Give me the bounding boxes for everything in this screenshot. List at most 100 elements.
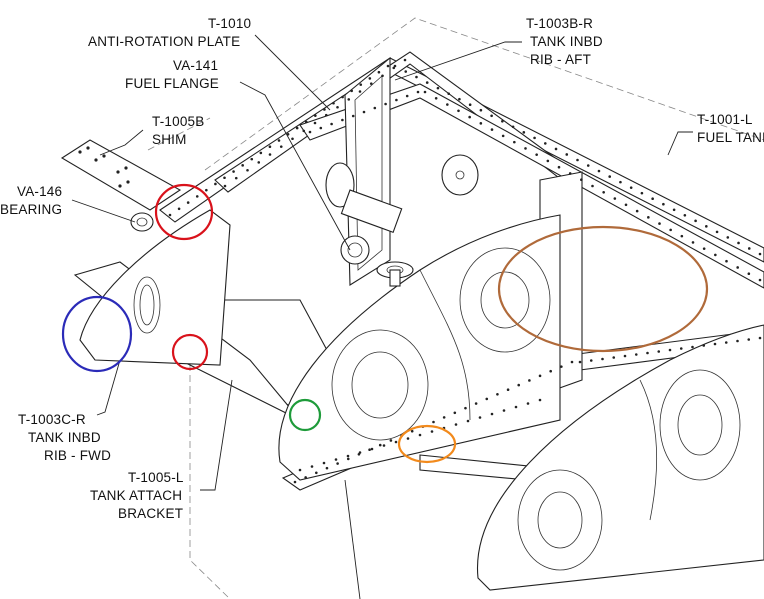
- rivet-hole: [506, 388, 510, 391]
- svg-text:FUEL TANK: FUEL TANK: [697, 130, 764, 145]
- rivet-hole: [634, 353, 638, 356]
- label-va141: VA-141 FUEL FLANGE: [125, 58, 219, 91]
- label-t1005b: T-1005B SHIM: [152, 114, 204, 147]
- blue-highlight: [61, 295, 133, 373]
- svg-text:T-1005B: T-1005B: [152, 114, 204, 129]
- rivet-hole: [195, 195, 199, 198]
- rivet-hole: [601, 357, 604, 361]
- rivet-hole: [250, 157, 254, 161]
- rivet-hole: [725, 259, 728, 263]
- rivet-hole: [447, 92, 450, 95]
- brown-highlight: [497, 225, 709, 353]
- rivet-hole: [560, 365, 563, 368]
- leader-lines: [71, 34, 693, 599]
- rivet-hole: [205, 188, 208, 192]
- rivet-hole: [358, 90, 362, 93]
- rivet-hole: [268, 145, 272, 149]
- rivet-hole: [549, 369, 552, 373]
- rivet-hole: [758, 278, 762, 282]
- rivet-hole: [570, 360, 574, 364]
- rivet-hole: [234, 176, 238, 180]
- rivet-hole: [350, 89, 353, 93]
- rivet-hole: [657, 350, 661, 353]
- rivet-hole: [474, 402, 478, 405]
- rivet-hole: [691, 241, 695, 244]
- rivet-hole: [466, 419, 470, 423]
- rivet-hole: [589, 359, 593, 362]
- rivet-hole: [758, 252, 762, 256]
- rivet-hole: [680, 234, 684, 238]
- rivet-hole: [669, 228, 672, 232]
- rivet-hole: [442, 416, 446, 419]
- rivet-hole: [368, 448, 371, 451]
- rivet-hole: [404, 70, 408, 73]
- svg-text:T-1005-L: T-1005-L: [128, 470, 184, 485]
- rivet-hole: [310, 465, 314, 468]
- rivet-hole: [736, 266, 739, 269]
- rivet-hole: [694, 219, 697, 223]
- rivet-hole: [651, 197, 654, 201]
- rivet-hole: [501, 119, 504, 123]
- rivet-hole: [425, 81, 429, 84]
- rivet-hole: [478, 416, 482, 419]
- rivet-hole: [702, 247, 706, 250]
- rivet-hole: [341, 118, 344, 122]
- rivet-hole: [608, 175, 612, 178]
- svg-text:TANK INBD: TANK INBD: [530, 34, 603, 49]
- rivet-hole: [726, 236, 730, 239]
- svg-text:BRACKET: BRACKET: [118, 506, 183, 521]
- rivet-hole: [578, 360, 582, 364]
- rivet-hole: [214, 182, 217, 186]
- rivet-hole: [323, 108, 326, 111]
- rivet-hole: [513, 140, 516, 144]
- rivet-hole: [490, 114, 493, 118]
- rivet-hole: [302, 129, 306, 133]
- rivet-hole: [538, 374, 542, 378]
- rivet-hole: [490, 128, 494, 131]
- rivet-hole: [423, 90, 427, 94]
- rivet-hole: [501, 134, 505, 138]
- rivet-hole: [386, 64, 390, 68]
- label-va146: VA-146 BEARING: [0, 184, 62, 217]
- rivet-hole: [325, 466, 329, 470]
- rivet-hole: [186, 201, 190, 204]
- rivet-hole: [714, 253, 717, 257]
- rivet-hole: [591, 184, 594, 188]
- svg-text:TANK INBD: TANK INBD: [28, 430, 101, 445]
- rivet-hole: [568, 172, 572, 175]
- rivet-hole: [370, 447, 374, 451]
- rivet-hole: [241, 164, 244, 167]
- rivet-hole: [368, 77, 372, 80]
- rivet-hole: [410, 429, 414, 433]
- rivet-hole: [362, 110, 366, 114]
- rivet-hole: [378, 443, 382, 447]
- rivet-hole: [457, 109, 460, 113]
- rivet-hole: [377, 70, 381, 74]
- rivet-hole: [737, 241, 740, 245]
- rivet-hole: [502, 409, 506, 412]
- rivet-hole: [514, 405, 518, 409]
- label-t1001: T-1001-L FUEL TANK: [697, 112, 764, 145]
- rivet-hole: [715, 230, 719, 234]
- rivet-hole: [747, 247, 751, 250]
- rivet-hole: [522, 131, 526, 134]
- rivet-hole: [679, 347, 683, 350]
- rivet-hole: [373, 106, 377, 110]
- rivet-hole: [647, 216, 650, 219]
- label-t1003c: T-1003C-R TANK INBD RIB - FWD: [18, 412, 111, 463]
- svg-text:VA-141: VA-141: [173, 58, 218, 73]
- svg-text:FUEL FLANGE: FUEL FLANGE: [125, 76, 219, 91]
- rivet-hole: [314, 114, 317, 117]
- rivet-hole: [291, 137, 294, 141]
- rivet-hole: [479, 108, 483, 112]
- rivet-hole: [319, 126, 323, 130]
- svg-text:T-1010: T-1010: [208, 16, 251, 31]
- svg-text:T-1003B-R: T-1003B-R: [526, 16, 593, 31]
- svg-text:VA-146: VA-146: [17, 184, 62, 199]
- rivet-hole: [453, 411, 457, 415]
- rivet-hole: [511, 125, 515, 129]
- rivet-hole: [322, 461, 326, 465]
- green-highlight: [288, 398, 322, 432]
- rivet-hole: [406, 437, 410, 440]
- rivet-hole: [485, 397, 489, 401]
